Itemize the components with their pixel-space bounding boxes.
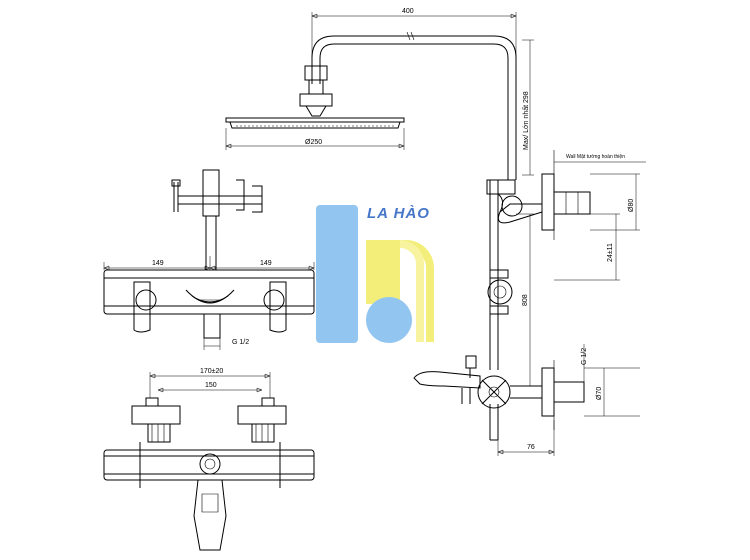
dim-24: 24±11 (607, 243, 614, 262)
wall-annotation: Wall Mặt tường hoàn thiện (566, 154, 625, 160)
dim-g12-right: G 1/2 (581, 348, 588, 365)
dim-250: Ø250 (305, 139, 322, 146)
shower-column-side-view (225, 31, 591, 441)
dim-g12-left: G 1/2 (232, 339, 249, 346)
watermark-logo: LA HÀO (316, 205, 434, 343)
dim-298: Max/ Lớn nhất 298 (521, 91, 530, 150)
dim-76: 76 (527, 444, 535, 451)
dim-149-right: 149 (260, 260, 272, 267)
mixer-front-view: G 1/2 149 149 (103, 169, 315, 350)
mixer-top-view: 170±20 150 (103, 368, 315, 551)
dim-80: Ø80 (628, 199, 635, 212)
dim-70: Ø70 (596, 387, 603, 400)
dim-400: 400 (402, 8, 414, 15)
watermark-text: LA HÀO (367, 205, 430, 222)
dim-149-left: 149 (152, 260, 164, 267)
dim-808: 808 (522, 294, 529, 306)
dim-170: 170±20 (200, 368, 223, 375)
dim-150: 150 (205, 382, 217, 389)
right-dimensions: 400 Ø250 Max/ Lớn nhất 298 808 24±11 Ø80… (225, 8, 646, 456)
